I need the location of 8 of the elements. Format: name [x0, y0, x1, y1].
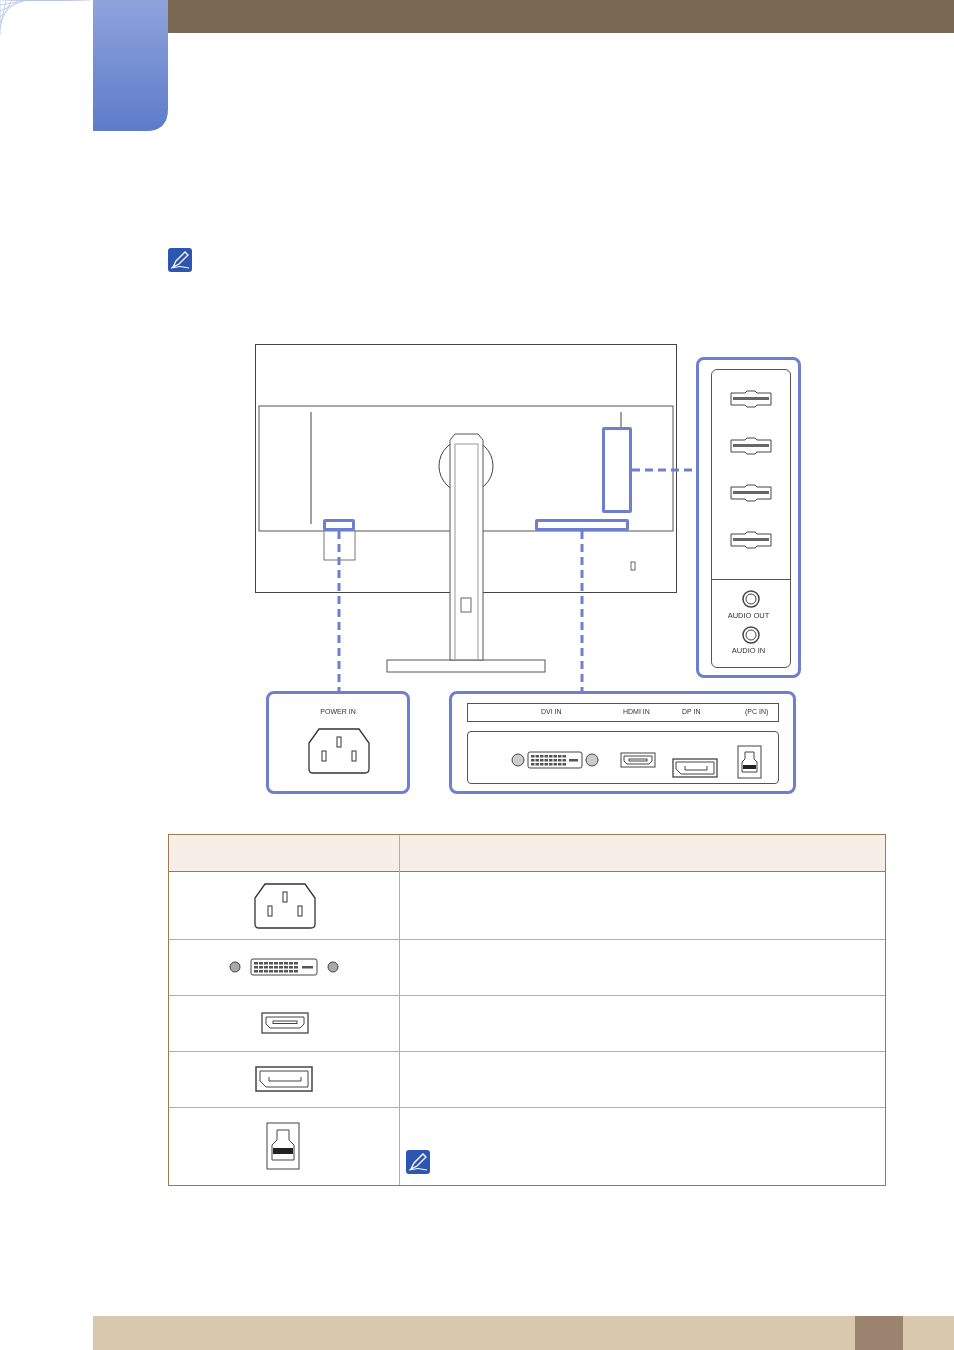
highlight-frame	[323, 519, 355, 531]
callout-panel	[266, 691, 410, 794]
highlight-frame	[602, 427, 632, 513]
callout-panel	[696, 357, 801, 678]
callout-panel	[449, 691, 796, 794]
dashed-connector-line	[337, 531, 341, 691]
dashed-connector-line	[580, 531, 584, 691]
highlight-frame	[535, 519, 629, 531]
